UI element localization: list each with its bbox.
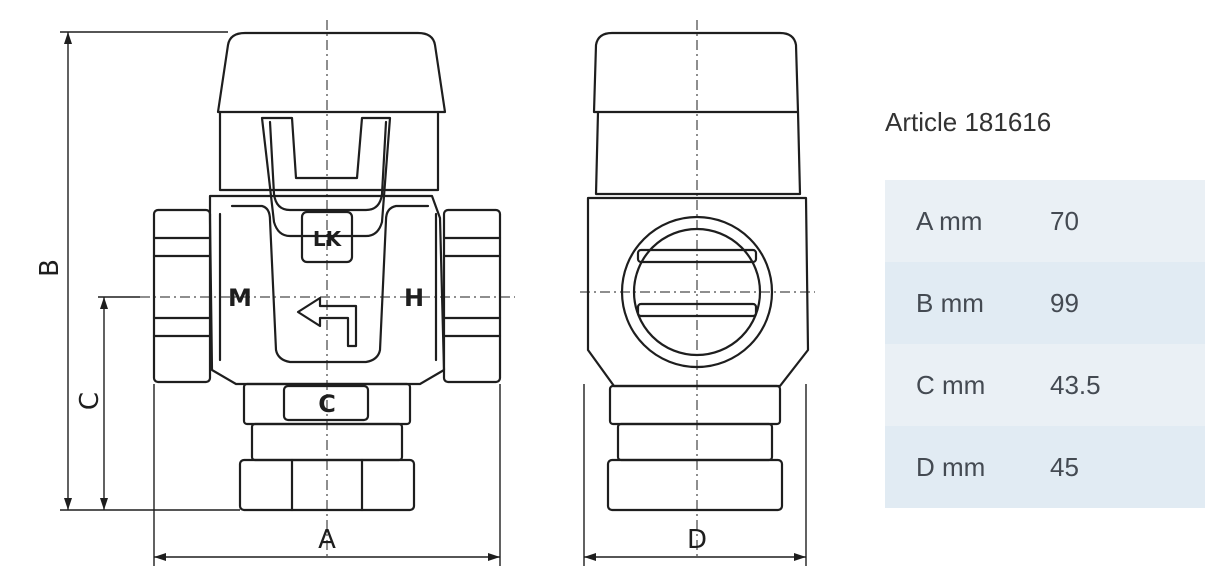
row-label: C mm (916, 369, 986, 400)
side-cap (592, 31, 800, 114)
row-label: D mm (916, 451, 986, 482)
table-row: A mm 70 (885, 180, 1205, 262)
row-value: 45 (1050, 451, 1079, 482)
front-left-coupling (152, 208, 212, 384)
valve-technical-drawing: B C A D M H C LK (35, 20, 815, 566)
table-row: D mm 45 (885, 426, 1205, 508)
row-label: A mm (916, 205, 983, 236)
dimension-lines (60, 31, 807, 566)
row-label: B mm (916, 287, 984, 318)
side-bottom-coupling (616, 422, 774, 462)
table-row: B mm 99 (885, 262, 1205, 344)
article-info-panel: Article 181616 A mm 70 B mm 99 C mm 43.5… (885, 104, 1205, 508)
centerlines (140, 20, 815, 560)
front-right-coupling (442, 208, 502, 384)
dim-label-a: A (318, 525, 336, 555)
dim-label-b: B (35, 259, 65, 277)
row-value: 70 (1050, 205, 1079, 236)
front-cap (216, 31, 447, 114)
port-label-mixed: M (228, 284, 252, 312)
port-label-hot: H (404, 284, 424, 312)
front-view (152, 31, 502, 512)
side-bottom-neck (608, 384, 782, 426)
logo-text: LK (313, 227, 343, 251)
dimension-table: A mm 70 B mm 99 C mm 43.5 D mm 45 (885, 180, 1205, 508)
row-value: 99 (1050, 287, 1079, 318)
front-housing (218, 110, 440, 192)
side-housing (594, 110, 802, 196)
port-label-cold: C (318, 390, 336, 418)
row-value: 43.5 (1050, 369, 1101, 400)
side-view (586, 31, 810, 512)
flow-arrow (296, 296, 358, 348)
table-row: C mm 43.5 (885, 344, 1205, 426)
side-bottom-nut (606, 458, 784, 512)
front-housing-notch (260, 116, 392, 238)
article-title: Article 181616 (885, 107, 1052, 137)
dim-label-d: D (687, 525, 707, 555)
dim-label-c: C (75, 392, 105, 410)
